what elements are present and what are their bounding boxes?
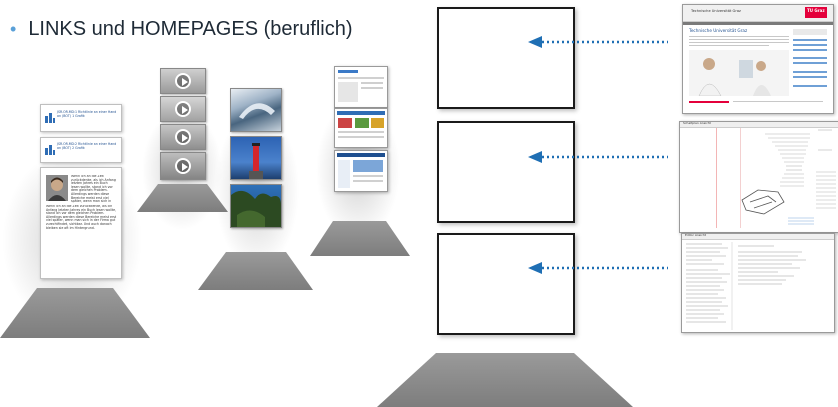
photo-red-lighthouse[interactable]: [230, 136, 282, 180]
lighthouse-shape: [249, 143, 263, 179]
play-icon[interactable]: [175, 73, 191, 89]
editor-header: Editor Ansicht: [685, 233, 706, 237]
pedestal-profile: [0, 288, 150, 338]
play-icon[interactable]: [175, 101, 191, 117]
pedestal-main: [377, 353, 633, 407]
tugraz-subtitle: Technische Universität Graz: [689, 28, 748, 33]
profile-photo: [46, 175, 68, 201]
video-thumbnail[interactable]: [160, 124, 206, 150]
bookmark-text: JSR.OR.MD:1 Richtlinie an einer Hand an …: [57, 110, 117, 118]
trees-shape: [231, 190, 281, 227]
play-icon[interactable]: [175, 158, 191, 174]
pedestal-photos: [198, 252, 313, 290]
drop-frame[interactable]: [437, 233, 575, 335]
play-icon[interactable]: [175, 129, 191, 145]
video-thumbnail[interactable]: [160, 68, 206, 94]
bookmark-icon: [45, 145, 55, 155]
photo-coast-trees[interactable]: [230, 184, 282, 228]
profile-card[interactable]: Wenn ich an die Zeit zurückdenke, als ic…: [40, 167, 122, 279]
drop-frame[interactable]: [437, 7, 575, 109]
editor-screenshot[interactable]: Editor Ansicht: [681, 233, 835, 333]
tugraz-header-text: Technische Universität Graz: [691, 9, 741, 13]
video-thumbnail[interactable]: [160, 152, 206, 180]
tugraz-banner-image: [689, 50, 789, 96]
video-thumbnail[interactable]: [160, 96, 206, 122]
arrow-left-icon: [528, 151, 668, 163]
arrow-left-icon: [528, 262, 668, 274]
website-thumbnail[interactable]: [334, 66, 388, 108]
bookmark-icon: [45, 113, 55, 123]
bullet-marker: •: [10, 19, 17, 39]
tugraz-logo-text: TU Graz: [807, 8, 825, 13]
bookmark-text: JSR.OR.MD:2 Richtlinie an einer Hand an …: [57, 142, 117, 150]
website-thumbnail[interactable]: [334, 150, 388, 192]
tugraz-website-screenshot[interactable]: Technische Universität Graz TU Graz Tech…: [682, 4, 834, 114]
arrow-left-icon: [528, 36, 668, 48]
schematic-screenshot[interactable]: Schaltplan Ansicht: [679, 121, 838, 233]
editor-text-lines: [686, 242, 806, 330]
photo-paragliding[interactable]: [230, 88, 282, 132]
slide-title: • LINKS und HOMEPAGES (beruflich): [10, 18, 353, 41]
pedestal-video: [137, 184, 228, 212]
paraglider-shape: [239, 103, 275, 119]
pedestal-web: [310, 221, 410, 256]
drop-frame[interactable]: [437, 121, 575, 223]
title-text: LINKS und HOMEPAGES (beruflich): [28, 18, 353, 40]
bookmark-card[interactable]: JSR.OR.MD:2 Richtlinie an einer Hand an …: [40, 137, 122, 163]
tugraz-logo-icon: [805, 7, 827, 18]
schematic-drawing: [741, 129, 836, 225]
bookmark-card[interactable]: JSR.OR.MD:1 Richtlinie an einer Hand an …: [40, 104, 122, 132]
profile-body-text: Wenn ich an die Zeit zurückdenke, als ic…: [46, 205, 117, 230]
website-thumbnail[interactable]: [334, 108, 388, 148]
schematic-header: Schaltplan Ansicht: [683, 121, 711, 125]
profile-intro-text: Wenn ich an die Zeit zurückdenke, als ic…: [71, 175, 116, 203]
